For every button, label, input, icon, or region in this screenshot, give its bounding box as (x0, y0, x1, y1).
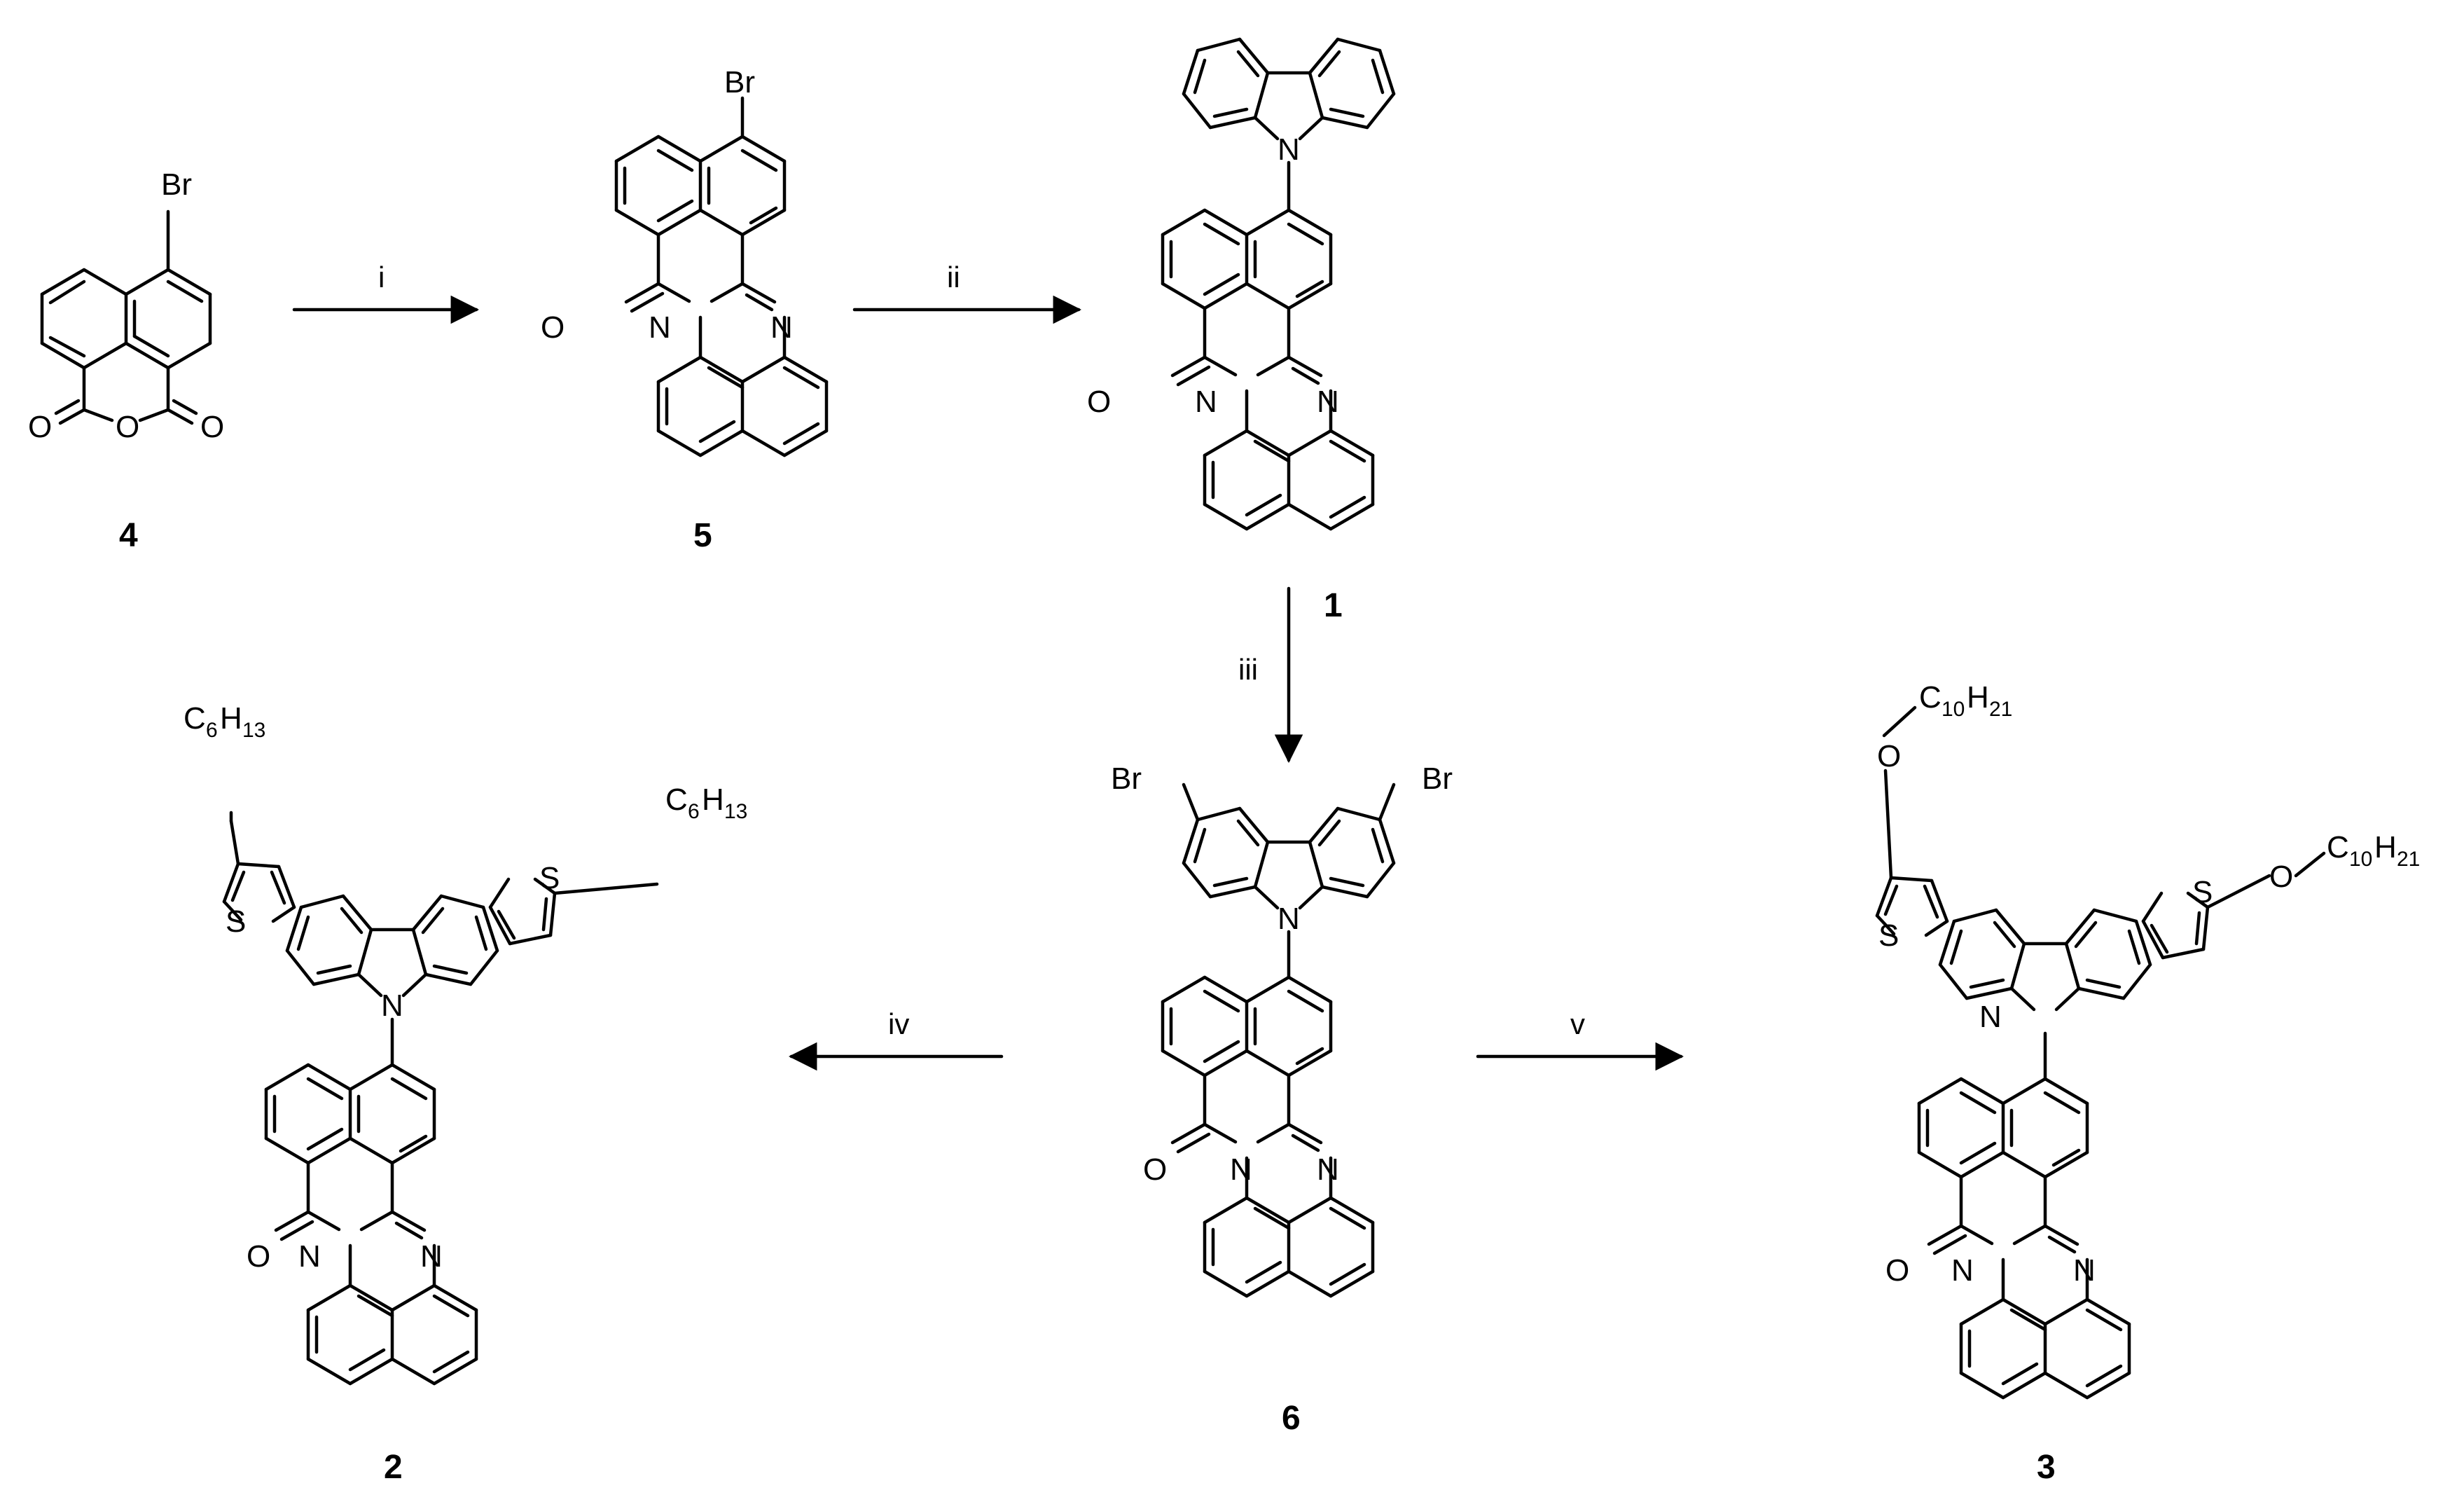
step-iii-arrow: iii (1238, 586, 1303, 764)
svg-text:10: 10 (1942, 698, 1965, 721)
svg-text:H: H (220, 701, 242, 736)
ring-oxygen-label: O (116, 410, 139, 444)
carbazole-nitrogen-label: N (1278, 902, 1300, 936)
svg-text:C: C (1919, 680, 1942, 715)
bromine-right-label: Br (1422, 762, 1453, 796)
step-iv-label: iv (888, 1007, 909, 1040)
carbonyl-oxygen-label: O (1087, 385, 1111, 419)
svg-text:6: 6 (206, 719, 218, 742)
decyl-chain-left: C 10 H 21 (1919, 680, 2012, 721)
svg-text:21: 21 (1989, 698, 2012, 721)
svg-text:H: H (1967, 680, 1989, 715)
step-i-arrow: i (292, 261, 480, 324)
svg-text:10: 10 (2349, 848, 2372, 871)
step-iv-arrow: iv (788, 1007, 1004, 1071)
svg-text:21: 21 (2397, 848, 2420, 871)
bromine-label: Br (724, 65, 755, 99)
compound-6: Br Br N O N N 6 (1111, 762, 1453, 1437)
imide-nitrogen-label: N (1195, 385, 1217, 419)
compound-number-5: 5 (693, 517, 712, 554)
step-v-arrow: v (1476, 1007, 1684, 1071)
bromine-left-label: Br (1111, 762, 1142, 796)
imine-nitrogen-label: N (1317, 1152, 1339, 1187)
svg-text:H: H (702, 783, 724, 817)
compound-3: N S S O O C 10 H 21 C 10 H 21 O N N 3 (1877, 680, 2420, 1486)
compound-number-2: 2 (384, 1449, 403, 1486)
ether-oxygen-left-label: O (1877, 739, 1901, 773)
carbonyl-oxygen-left-label: O (28, 410, 52, 444)
compound-number-4: 4 (119, 517, 138, 554)
decyl-chain-right: C 10 H 21 (2327, 830, 2420, 871)
step-iii-label: iii (1238, 653, 1258, 686)
step-v-label: v (1570, 1007, 1585, 1040)
svg-text:13: 13 (724, 800, 747, 823)
compound-1: N O N N 1 (1087, 39, 1394, 624)
svg-text:C: C (2327, 830, 2349, 864)
thiophene-sulfur-left-label: S (1878, 918, 1899, 953)
step-i-label: i (378, 261, 385, 294)
thiophene-sulfur-right-label: S (539, 861, 560, 895)
step-ii-arrow: ii (852, 261, 1082, 324)
carbazole-nitrogen-label: N (381, 988, 403, 1023)
svg-text:C: C (665, 783, 688, 817)
compound-5: Br O N N 5 (541, 65, 826, 554)
ether-oxygen-right-label: O (2269, 860, 2293, 894)
hexyl-chain-right: C 6 H 13 (665, 783, 747, 823)
carbazole-nitrogen-label: N (1278, 132, 1300, 167)
compound-4: Br O O O 4 (28, 167, 224, 554)
imine-nitrogen-label: N (1317, 385, 1339, 419)
step-ii-label: ii (947, 261, 960, 294)
carbonyl-oxygen-label: O (247, 1239, 270, 1274)
imine-nitrogen-label: N (770, 310, 793, 345)
carbazole-nitrogen-label: N (1979, 1000, 2002, 1034)
carbonyl-oxygen-label: O (541, 310, 565, 345)
svg-text:H: H (2374, 830, 2397, 864)
thiophene-sulfur-left-label: S (226, 904, 246, 939)
compound-number-6: 6 (1282, 1400, 1301, 1437)
carbonyl-oxygen-label: O (1885, 1253, 1909, 1288)
compound-number-1: 1 (1324, 587, 1343, 624)
imine-nitrogen-label: N (2073, 1253, 2096, 1288)
compound-2: N S S C 6 H 13 C 6 H 13 O N N 2 (184, 701, 747, 1486)
carbonyl-oxygen-label: O (1143, 1152, 1167, 1187)
imide-nitrogen-label: N (1951, 1253, 1974, 1288)
svg-text:6: 6 (688, 800, 700, 823)
imide-nitrogen-label: N (298, 1239, 321, 1274)
thiophene-sulfur-right-label: S (2192, 875, 2213, 909)
compound-number-3: 3 (2037, 1449, 2056, 1486)
imide-nitrogen-label: N (1230, 1152, 1252, 1187)
hexyl-chain-left: C 6 H 13 (184, 701, 265, 742)
carbonyl-oxygen-right-label: O (200, 410, 224, 444)
bromine-label: Br (161, 167, 192, 202)
svg-text:C: C (184, 701, 206, 736)
svg-text:13: 13 (242, 719, 265, 742)
imine-nitrogen-label: N (420, 1239, 443, 1274)
imide-nitrogen-label: N (649, 310, 671, 345)
